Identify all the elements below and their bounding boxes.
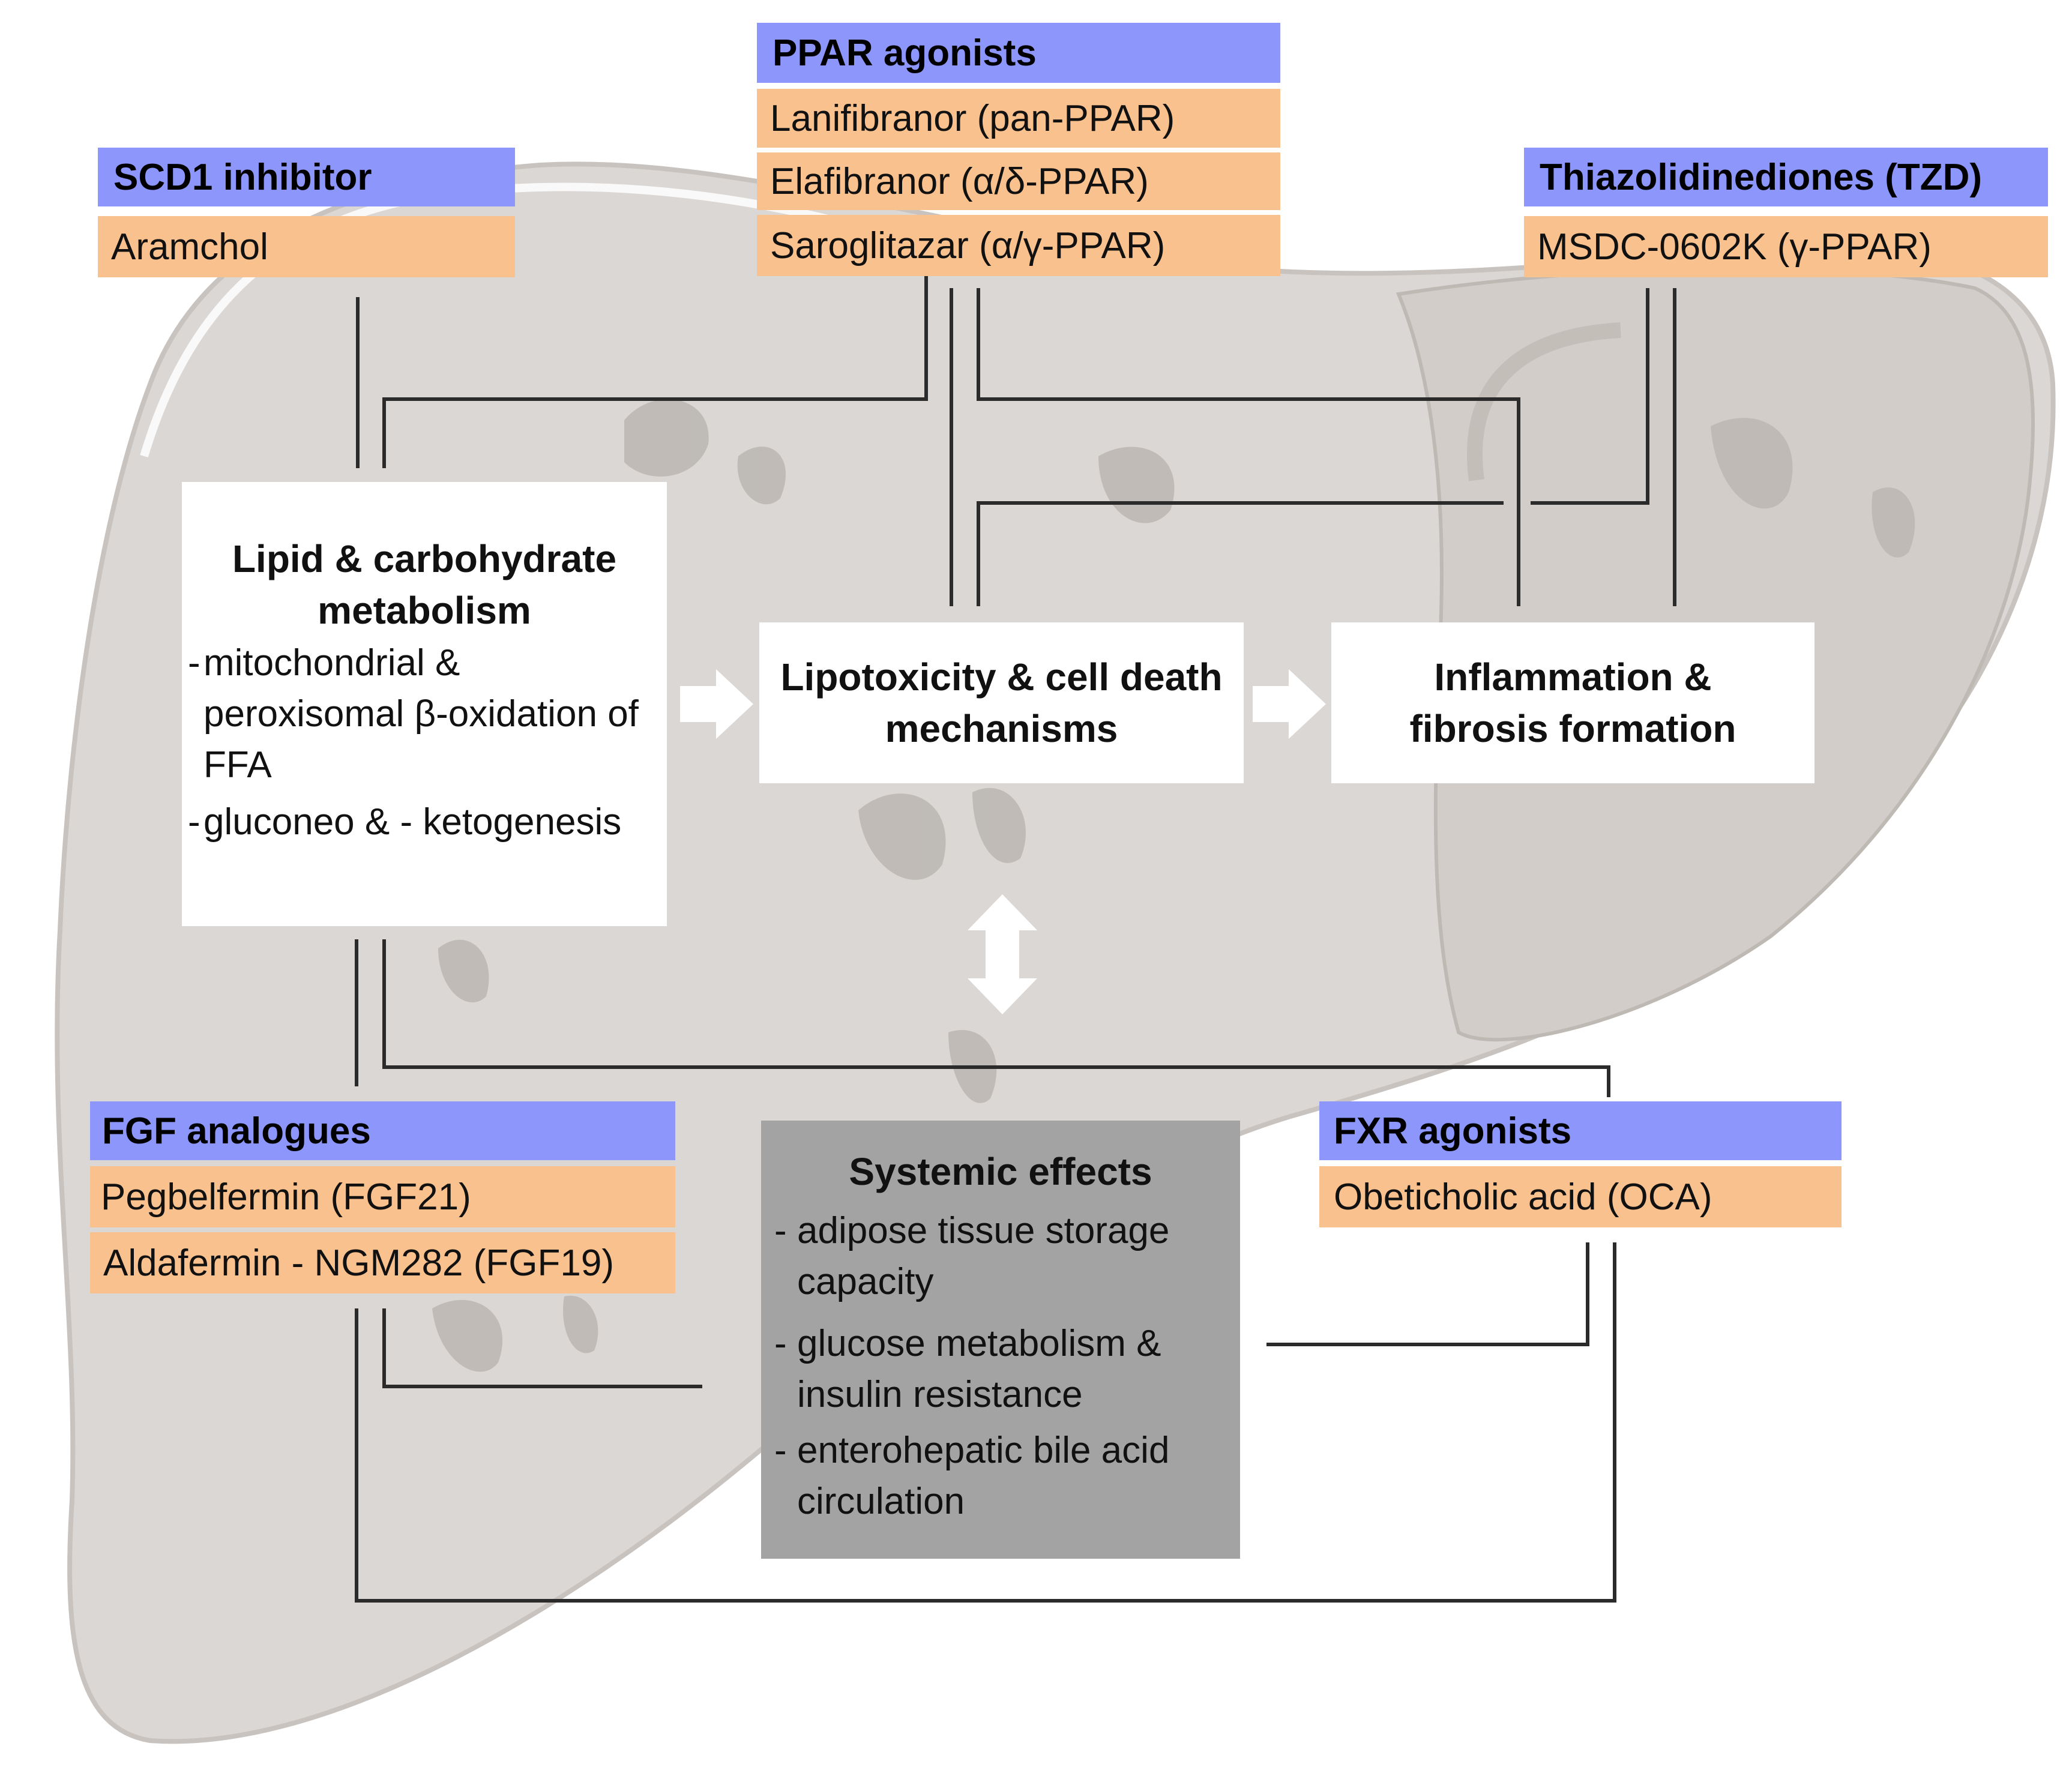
drug-lanifibranor: Lanifibranor (pan-PPAR) xyxy=(757,89,1280,148)
systemic-effects-box: Systemic effects - adipose tissue storag… xyxy=(761,1121,1240,1559)
fxr-agonists-header: FXR agonists xyxy=(1319,1101,1842,1160)
drug-msdc-0602k: MSDC-0602K (γ-PPAR) xyxy=(1524,216,2048,277)
lipotoxicity-box: Lipotoxicity & cell death mechanisms xyxy=(759,622,1244,783)
drug-obeticholic-acid: Obeticholic acid (OCA) xyxy=(1319,1166,1842,1227)
arrow-lipid-to-lipotox xyxy=(680,669,753,739)
connector-lines xyxy=(355,276,1676,1603)
inflammation-box: Inflammation & fibrosis formation xyxy=(1331,622,1815,783)
systemic-bullet-text: adipose tissue storage capacity xyxy=(797,1210,1170,1303)
lipid-metabolism-box: Lipid & carbohydrate metabolism - mitoch… xyxy=(182,482,667,926)
bullet-marker: - xyxy=(188,642,200,684)
systemic-effects-title: Systemic effects xyxy=(849,1150,1152,1193)
lipid-bullet-2: - gluconeo & - ketogenesis xyxy=(182,797,667,848)
lipid-bullet-text: mitochondrial & peroxisomal β-oxidation … xyxy=(203,642,639,786)
drug-aldafermin: Aldafermin - NGM282 (FGF19) xyxy=(90,1232,675,1293)
drug-aramchol: Aramchol xyxy=(98,216,515,277)
systemic-bullet-3: - enterohepatic bile acid circulation xyxy=(761,1425,1240,1528)
drug-elafibranor: Elafibranor (α/δ-PPAR) xyxy=(757,152,1280,210)
bullet-marker: - xyxy=(774,1430,787,1472)
lipid-bullet-text: gluconeo & - ketogenesis xyxy=(203,801,622,843)
drug-saroglitazar: Saroglitazar (α/γ-PPAR) xyxy=(757,215,1280,276)
systemic-bullet-2: - glucose metabolism & insulin resistanc… xyxy=(761,1319,1240,1421)
systemic-bullet-text: glucose metabolism & insulin resistance xyxy=(797,1323,1161,1416)
fgf-analogues-header: FGF analogues xyxy=(90,1101,675,1160)
lipotoxicity-title: Lipotoxicity & cell death mechanisms xyxy=(780,655,1223,750)
tzd-header: Thiazolidinediones (TZD) xyxy=(1524,148,2048,206)
bullet-marker: - xyxy=(774,1210,787,1252)
scd1-inhibitor-header: SCD1 inhibitor xyxy=(98,148,515,206)
systemic-bullet-1: - adipose tissue storage capacity xyxy=(761,1206,1240,1308)
arrow-lipotox-to-inflam xyxy=(1253,669,1326,739)
ppar-agonists-header: PPAR agonists xyxy=(757,23,1280,83)
drug-pegbelfermin: Pegbelfermin (FGF21) xyxy=(90,1166,675,1227)
lipid-bullet-1: - mitochondrial & peroxisomal β-oxidatio… xyxy=(182,638,667,791)
arrow-systemic-bidirectional xyxy=(968,894,1037,1014)
flow-arrows xyxy=(680,669,1326,1014)
lipid-metabolism-title: Lipid & carbohydrate metabolism xyxy=(232,537,617,633)
bullet-marker: - xyxy=(774,1323,787,1365)
bullet-marker: - xyxy=(188,801,200,843)
inflammation-title: Inflammation & fibrosis formation xyxy=(1409,655,1736,750)
systemic-bullet-text: enterohepatic bile acid circulation xyxy=(797,1430,1170,1523)
